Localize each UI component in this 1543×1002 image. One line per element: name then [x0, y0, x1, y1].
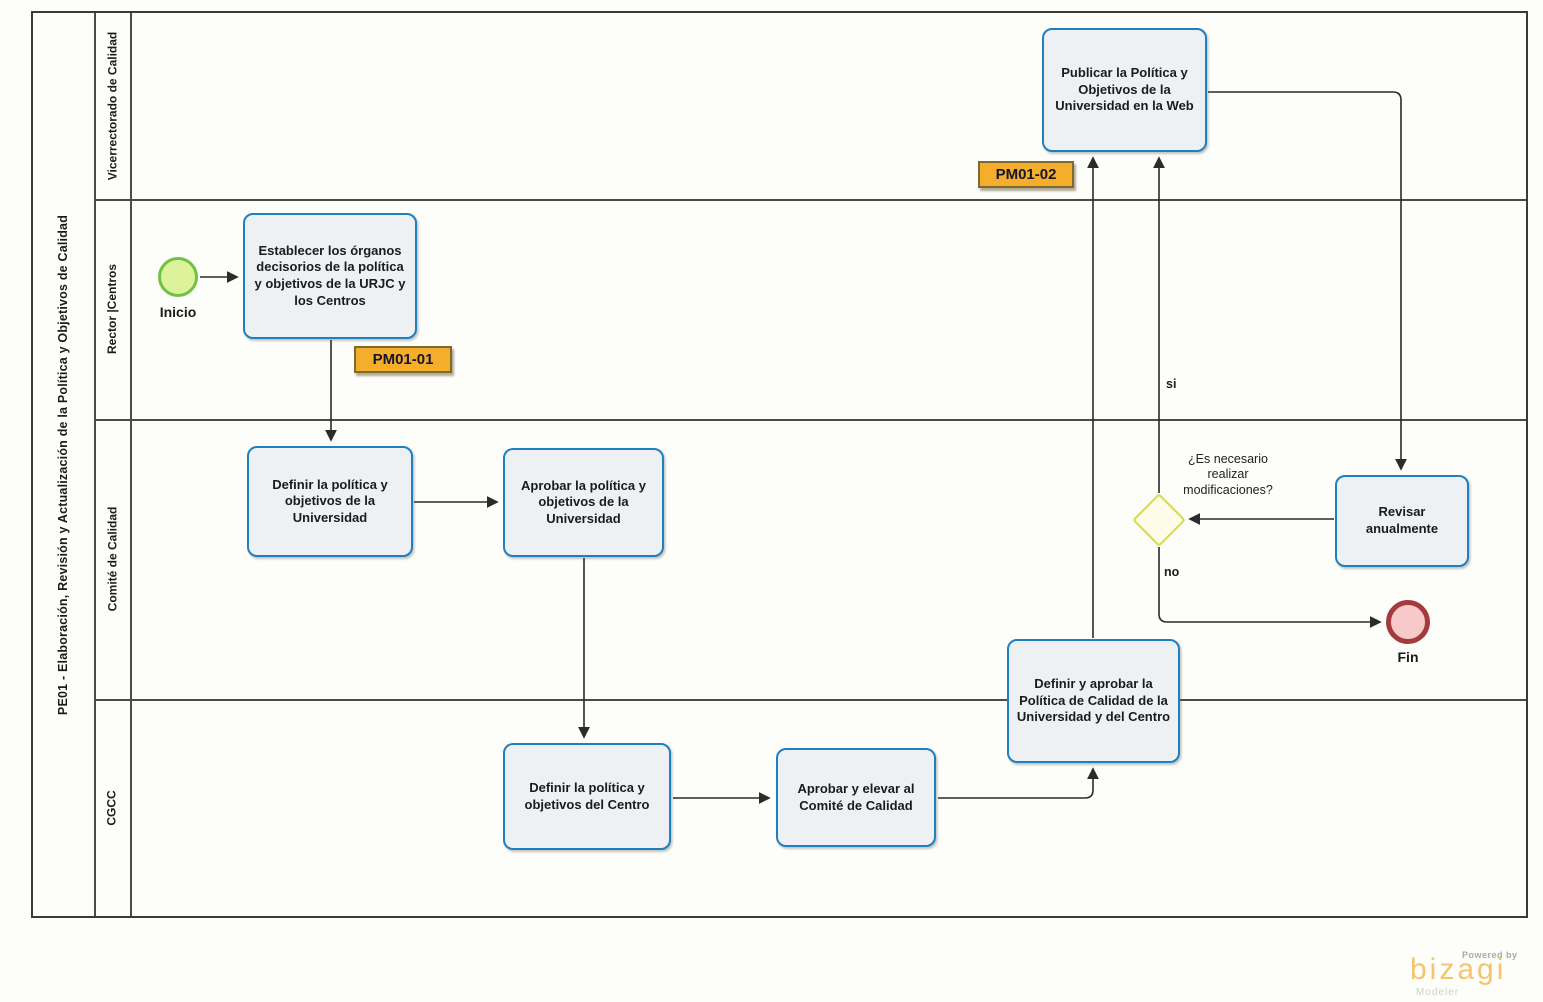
- badge-pm01-02: PM01-02: [978, 161, 1074, 188]
- end-event-label: Fin: [1397, 649, 1419, 665]
- lane-band-divider: [130, 13, 132, 916]
- lane-divider-1: [94, 199, 1526, 201]
- task-aprobar-elevar-comite: Aprobar y elevar al Comité de Calidad: [776, 748, 936, 847]
- lane-divider-3: [94, 699, 1526, 701]
- gateway-question-label: ¿Es necesario realizar modificaciones?: [1183, 452, 1273, 497]
- lane-divider-2: [94, 419, 1526, 421]
- flow-aprobar-elevar-to-definir-aprobar: [938, 767, 1099, 799]
- task-revisar-anualmente: Revisar anualmente: [1335, 475, 1469, 567]
- end-event: [1386, 600, 1430, 644]
- task-definir-politica-universidad: Definir la política y objetivos de la Un…: [247, 446, 413, 557]
- process-pool: PE01 - Elaboración, Revisión y Actualiza…: [31, 11, 1528, 918]
- start-event: [158, 257, 198, 297]
- flow-gateway-no-to-end: [1158, 547, 1382, 628]
- task-definir-politica-centro: Definir la política y objetivos del Cent…: [503, 743, 671, 850]
- gateway-no-label: no: [1164, 565, 1180, 579]
- start-event-label: Inicio: [159, 304, 197, 320]
- flow-publicar-to-revisar: [1208, 91, 1407, 471]
- title-band-divider: [94, 13, 96, 916]
- task-establecer-organos: Establecer los órganos decisorios de la …: [243, 213, 417, 339]
- task-aprobar-politica-universidad: Aprobar la política y objetivos de la Un…: [503, 448, 664, 557]
- task-publicar-politica-web: Publicar la Política y Objetivos de la U…: [1042, 28, 1207, 152]
- powered-by-label: Powered by: [1462, 950, 1518, 960]
- badge-pm01-01: PM01-01: [354, 346, 452, 373]
- gateway-yes-label: si: [1166, 377, 1177, 391]
- bizagi-logo: bizagi: [1410, 953, 1507, 986]
- task-definir-aprobar-politica-calidad: Definir y aprobar la Política de Calidad…: [1007, 639, 1180, 763]
- bizagi-modeler-label: Modeler: [1416, 987, 1460, 998]
